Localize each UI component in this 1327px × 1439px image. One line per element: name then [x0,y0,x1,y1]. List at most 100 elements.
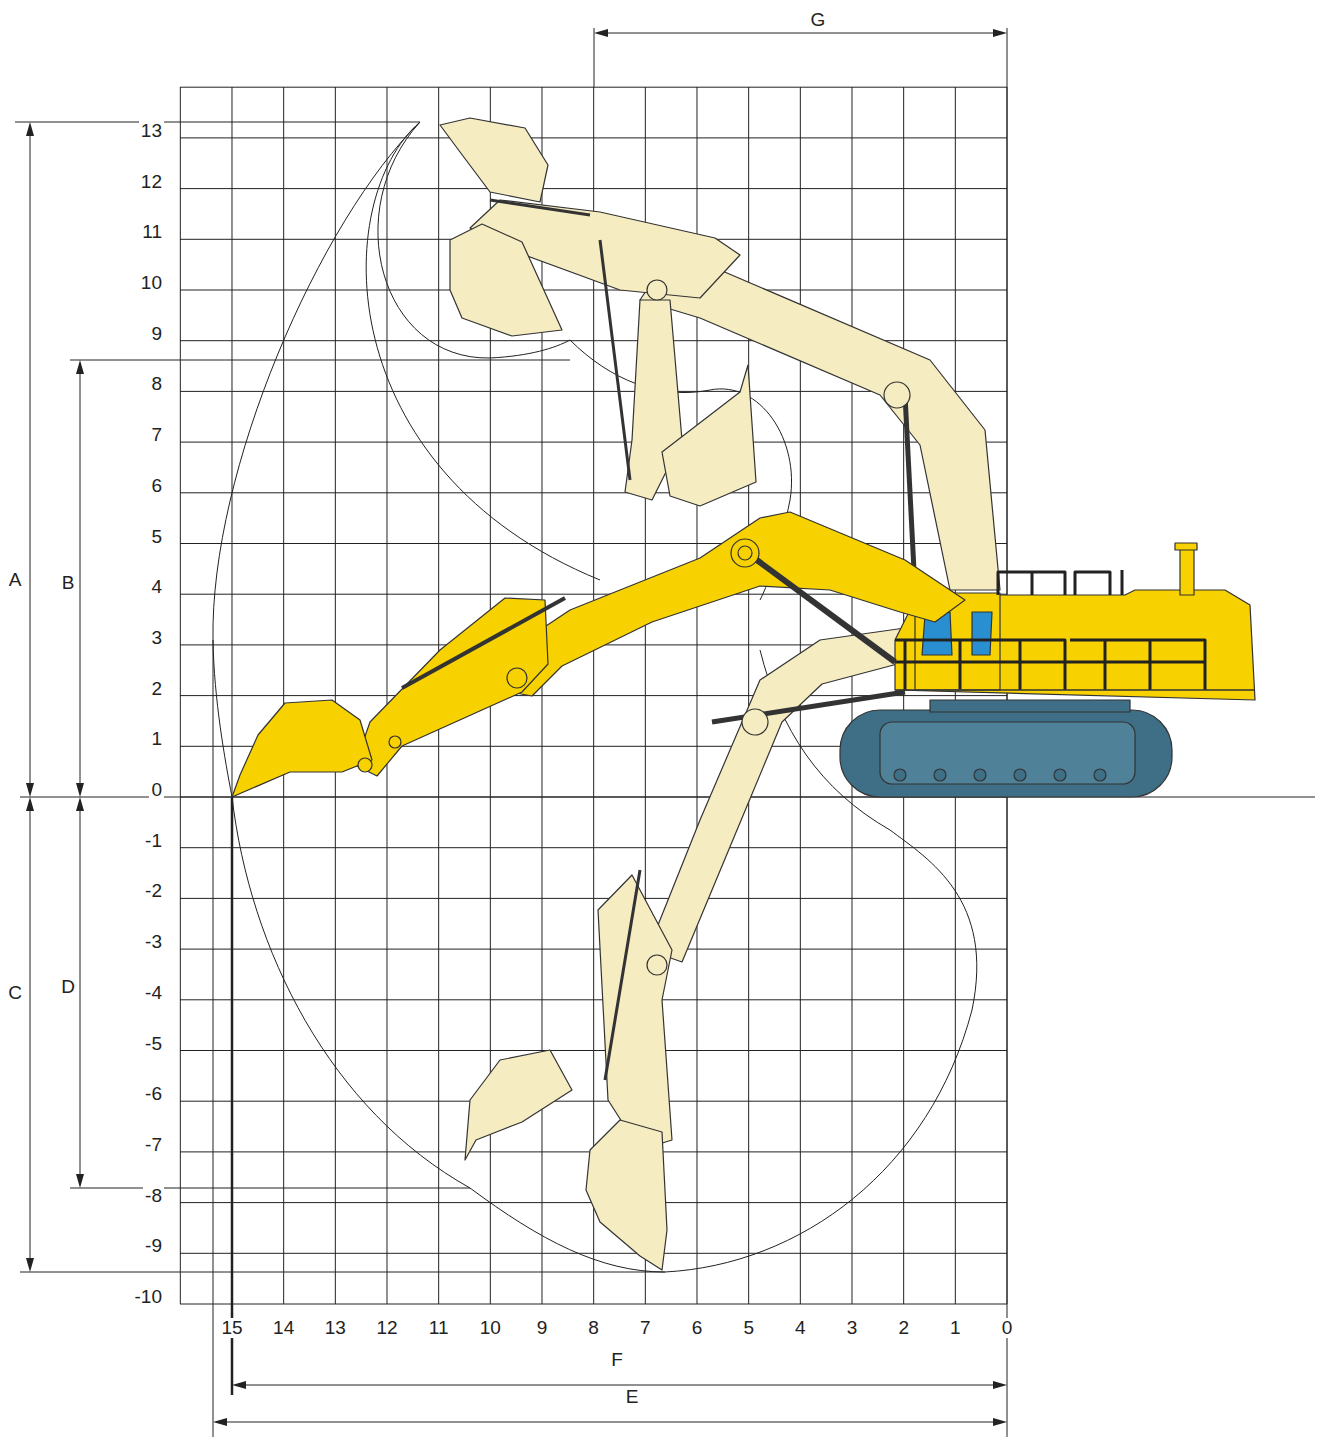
bucket [662,365,756,506]
bucket [586,1120,667,1270]
extension-line [594,28,595,87]
dimension-line [598,33,1003,34]
reach-envelope [213,122,977,1272]
boom [500,512,965,696]
deck-edge [895,689,1255,691]
extension-line [213,640,214,1437]
axis-number: 9 [535,1318,550,1338]
pin [884,382,910,408]
axis-number: 0 [149,780,164,800]
roller [1094,769,1106,781]
axis-number: 5 [149,527,164,547]
dimension-line [30,801,31,1268]
grid-line [180,1304,1007,1305]
crawler-track [840,710,1172,797]
bucket [440,118,548,202]
axis-number: -9 [143,1236,164,1256]
dimension-lines [15,28,1315,1437]
roller [1054,769,1066,781]
dimension-line [217,1422,1003,1423]
dimension-letter: B [60,573,77,593]
axis-number: 5 [741,1318,756,1338]
dimension-letter: A [7,570,24,590]
envelope-curve [213,122,977,1272]
grid-line [180,137,1007,138]
bucket-cylinder [490,200,590,215]
extension-line [20,1272,665,1273]
grid-line [180,898,1007,899]
axis-number: 2 [149,679,164,699]
exhaust-cap [1175,543,1197,550]
main-pose [232,512,965,797]
railing [895,640,1205,690]
pin [358,758,372,772]
axis-number: 9 [149,324,164,344]
axis-number: -10 [133,1287,164,1307]
extension-line [15,122,420,123]
grid-line [180,442,1007,443]
axis-number: 14 [271,1318,296,1338]
axis-number: 11 [427,1318,451,1338]
bucket [232,700,372,797]
roller [934,769,946,781]
axis-number: 10 [478,1318,503,1338]
grid [180,87,1007,1304]
extension-line [70,360,570,361]
envelope-curve [366,122,600,580]
dimension-letter: G [809,10,828,30]
dimension-letter: F [609,1350,625,1370]
roller [894,769,906,781]
axis-number: 1 [948,1318,963,1338]
axis-number: 13 [139,121,164,141]
pin [507,668,527,688]
arm [598,875,672,1150]
axis-number: 0 [1000,1318,1015,1338]
track-frame [880,722,1135,784]
axis-number: 4 [793,1318,808,1338]
axis-number: -7 [143,1135,164,1155]
pin [738,546,752,560]
rollers [894,769,1106,781]
extension-line [231,797,234,1395]
grid-line [180,492,1007,493]
axis-number: 11 [140,222,164,242]
bucket [465,1050,572,1160]
dimension-line [80,364,81,793]
roller [1014,769,1026,781]
axis-number: -5 [143,1034,164,1054]
axis-number: 10 [139,273,164,293]
axis-number: 7 [638,1318,653,1338]
pin [389,736,401,748]
roller [974,769,986,781]
grid-line [180,1253,1007,1254]
grid-line [180,999,1007,1000]
axis-number: 6 [149,476,164,496]
grid-line [180,188,1007,189]
railing [998,570,1122,595]
axis-number: 15 [219,1318,244,1338]
grid-line [180,543,1007,544]
axis-number: 3 [149,628,164,648]
grid-line [180,847,1007,848]
arm-cylinder [605,870,640,1080]
pin [647,280,667,300]
bucket [450,224,562,336]
grid-line [180,949,1007,950]
arrowhead [26,122,34,1272]
arm-cylinder [402,598,565,688]
axis-number: 4 [149,577,164,597]
axis-number: 1 [149,729,164,749]
boom-cylinder [750,555,895,662]
axis-number: 6 [690,1318,705,1338]
axis-number: 12 [139,172,164,192]
dimension-line [30,126,31,793]
axis-number: -1 [143,831,164,851]
swing-base [930,700,1130,712]
axis-number: 2 [896,1318,911,1338]
extension-line [70,1188,470,1189]
axis-number: 8 [149,374,164,394]
exhaust-stack [1180,545,1194,595]
dimension-line [236,1385,1003,1386]
axis-number: -8 [143,1186,164,1206]
